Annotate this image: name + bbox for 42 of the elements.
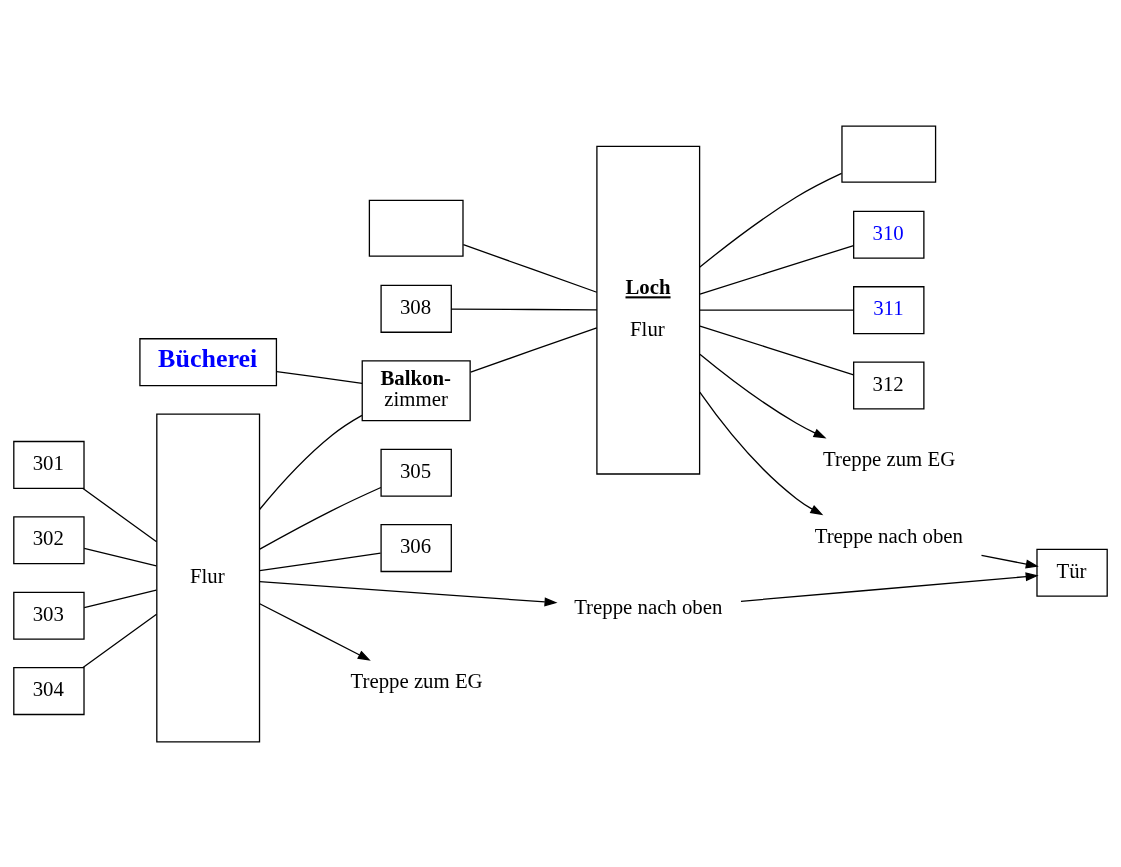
node-text: Treppe nach oben — [574, 594, 723, 618]
node-box: 304 — [13, 666, 85, 715]
connector — [698, 172, 843, 268]
arrow — [699, 353, 827, 438]
node-box: 302 — [13, 515, 85, 564]
node-box: 312 — [853, 361, 925, 410]
connector — [462, 243, 598, 293]
arrow — [259, 580, 558, 606]
connector — [258, 414, 363, 510]
connector — [699, 309, 855, 311]
node-box: 301 — [13, 440, 85, 489]
node-box: 311 — [853, 285, 925, 334]
connector — [470, 326, 598, 373]
node-box: Loch Flur — [596, 145, 701, 475]
node-box: Flur — [156, 413, 261, 742]
connector — [450, 307, 598, 311]
node-text: Treppe zum EG — [823, 446, 956, 470]
connector — [83, 589, 157, 608]
node-box: 306 — [380, 523, 452, 572]
node-box: Bücherei — [139, 337, 278, 386]
arrow — [259, 602, 371, 661]
connector — [276, 370, 363, 384]
node-box: 305 — [380, 448, 452, 497]
connector — [259, 486, 382, 550]
node-box: 303 — [13, 591, 85, 640]
connector — [699, 325, 855, 375]
node-text: Treppe zum EG — [350, 668, 483, 692]
connector — [699, 244, 855, 295]
connector — [259, 551, 382, 571]
node-box: Balkon- zimmer — [361, 359, 471, 421]
node-text: Treppe nach oben — [814, 523, 963, 547]
connector — [82, 487, 158, 542]
arrow — [740, 571, 1039, 602]
node-box — [368, 199, 464, 257]
arrow — [699, 391, 824, 515]
node-box: Tür — [1036, 548, 1108, 597]
node-box — [841, 125, 937, 183]
arrow — [980, 554, 1039, 569]
connector — [82, 613, 158, 668]
connector — [83, 547, 157, 566]
node-box: 310 — [853, 210, 925, 259]
node-box: 308 — [380, 284, 452, 333]
